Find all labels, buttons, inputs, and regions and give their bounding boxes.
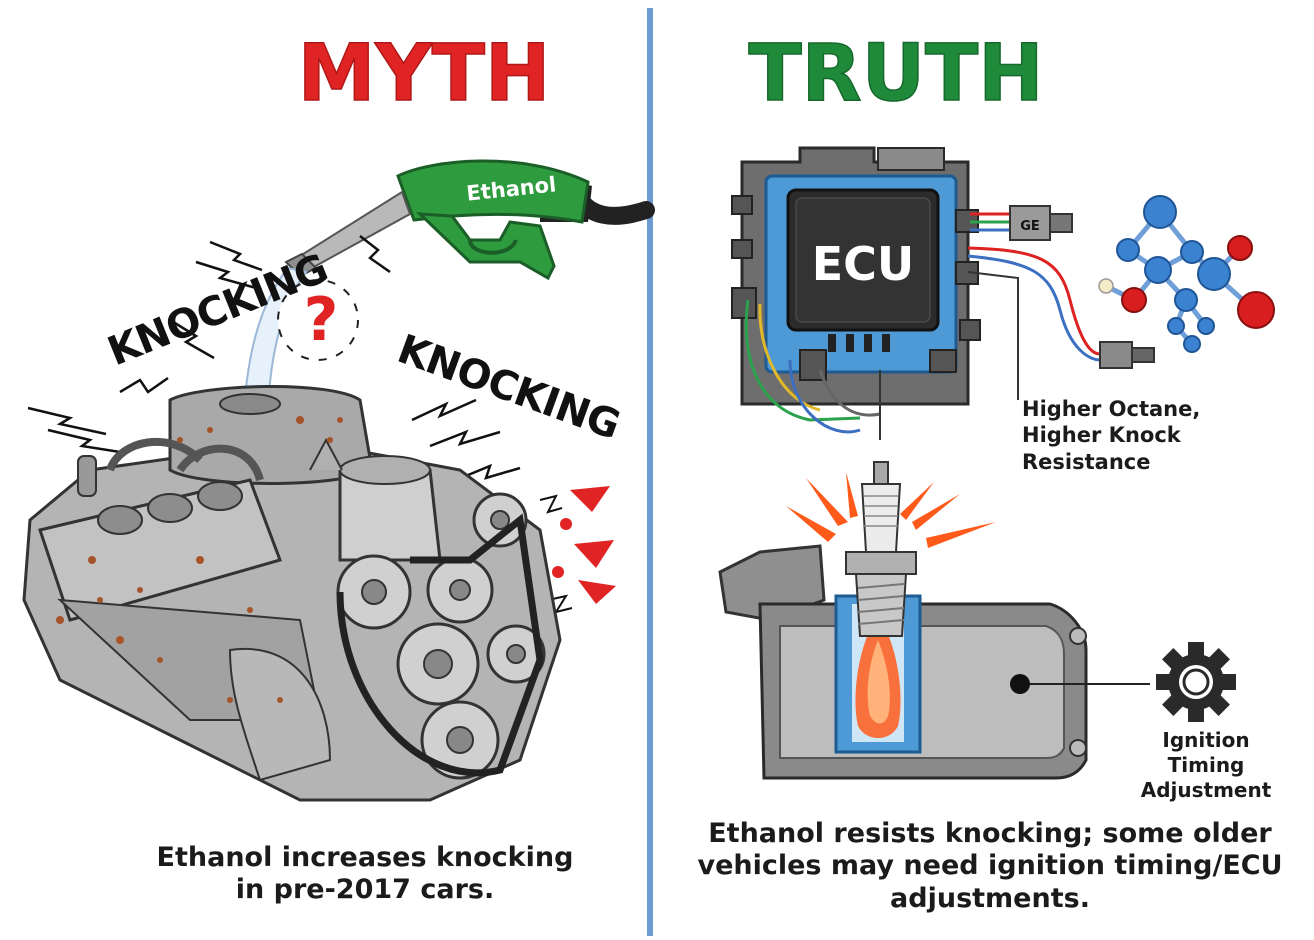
truth-caption-line1: Ethanol resists knocking; some older: [708, 818, 1272, 849]
fuel-nozzle-icon: Ethanol: [284, 159, 655, 281]
ecu-label: ECU: [812, 237, 915, 291]
spark-plug-icon: [845, 461, 917, 637]
myth-caption-line1: Ethanol increases knocking: [156, 842, 574, 873]
ignition-label-line2: Adjustment: [1140, 778, 1272, 802]
ignition-label-line1: Ignition Timing: [1162, 728, 1250, 777]
octane-label: Higher Octane, Higher Knock Resistance: [1022, 396, 1314, 475]
myth-heading: MYTH: [298, 29, 551, 119]
octane-label-line1: Higher Octane,: [1022, 397, 1201, 421]
truth-caption-line3: adjustments.: [890, 882, 1090, 914]
ecu-board: ECU GE: [731, 146, 1155, 440]
question-mark-icon: ?: [277, 279, 359, 361]
spark-rays: [786, 472, 996, 548]
sensor-label: GE: [1020, 219, 1040, 234]
vibration-lines: [27, 235, 521, 482]
molecule-icon: [1098, 195, 1275, 353]
octane-label-line2: Higher Knock Resistance: [1022, 423, 1181, 474]
gear-icon: [1156, 642, 1236, 722]
ignition-label: Ignition Timing Adjustment: [1122, 728, 1290, 803]
svg-text:?: ?: [304, 285, 339, 355]
engine-illustration: [22, 384, 562, 802]
truth-heading: TRUTH: [748, 29, 1043, 119]
truth-caption: Ethanol resists knocking; some older veh…: [690, 818, 1290, 915]
warning-exclamation-icon: [539, 486, 616, 614]
truth-caption-line2: vehicles may need ignition timing/ECU: [697, 850, 1283, 882]
myth-caption-line2: in pre-2017 cars.: [235, 874, 495, 906]
center-divider: [647, 8, 653, 936]
knocking-text-right: KNOCKING: [392, 326, 626, 449]
myth-caption: Ethanol increases knocking in pre-2017 c…: [150, 842, 580, 907]
cylinder-cutaway: [718, 544, 1150, 780]
